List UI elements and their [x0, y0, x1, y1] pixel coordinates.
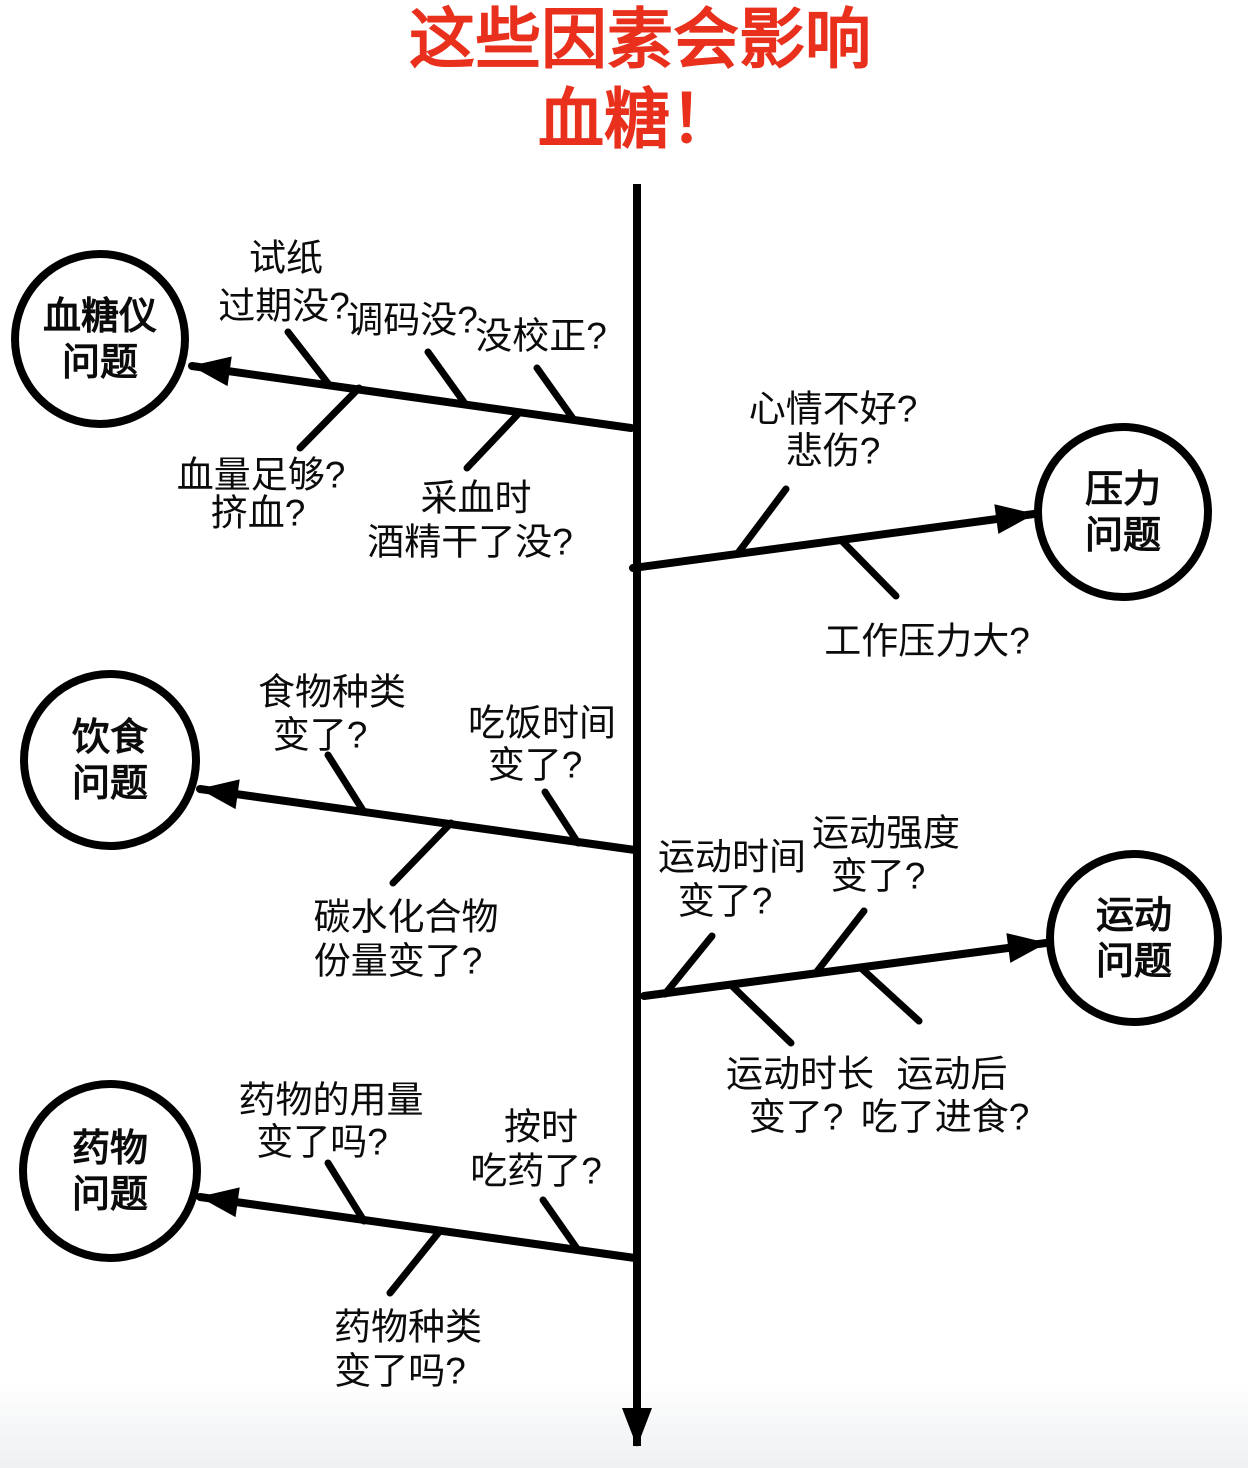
category-label: 运动 [1096, 895, 1172, 937]
cause-label: 食物种类 [258, 672, 406, 713]
cause-label: 变了? [488, 745, 583, 786]
cause-label: 份量变了? [314, 941, 483, 982]
cause-label: 调码没? [346, 300, 478, 341]
cause-label: 心情不好? [749, 389, 918, 430]
cause-label: 运动时间 [658, 837, 806, 878]
cause-label: 挤血? [211, 493, 306, 534]
category-label: 问题 [1096, 941, 1172, 983]
cause-label: 碳水化合物 [314, 897, 499, 938]
diagram-title-line1: 这些因素会影响 [409, 2, 871, 76]
category-circle-medication [19, 1080, 201, 1262]
cause-label: 血量足够? [177, 455, 346, 496]
cause-label: 吃了进食? [861, 1097, 1030, 1138]
category-label: 血糖仪 [43, 296, 157, 338]
cause-label: 吃药了? [470, 1151, 602, 1192]
category-circle-meter [11, 250, 189, 428]
category-label: 问题 [1085, 515, 1161, 557]
category-label: 问题 [72, 1174, 148, 1216]
cause-label: 工作压力大? [824, 621, 1030, 662]
bottom-fade [0, 1380, 1248, 1468]
category-label: 药物 [72, 1128, 148, 1170]
cause-label: 变了? [831, 856, 926, 897]
cause-label: 药物种类 [334, 1307, 482, 1348]
tick [463, 408, 524, 472]
cause-label: 试纸 [249, 238, 323, 279]
cause-label: 变了吗? [256, 1122, 388, 1163]
cause-label: 采血时 [421, 478, 532, 519]
diagram-title-line2: 血糖！ [538, 82, 736, 156]
branch-medication: 药物 问题 药物的用量 变了吗? 按时 吃药了? 药物种类 变了吗? [19, 1080, 639, 1392]
category-label: 压力 [1085, 469, 1161, 511]
cause-label: 过期没? [218, 286, 350, 327]
branch-diet: 饮食 问题 食物种类 变了? 吃饭时间 变了? 碳水化合物 份量变了? [20, 670, 639, 982]
category-circle-exercise [1046, 850, 1222, 1026]
tick [424, 348, 470, 409]
tick [727, 981, 795, 1047]
cause-label: 吃饭时间 [468, 703, 616, 744]
branch-exercise: 运动 问题 运动时间 变了? 运动强度 变了? 运动时长 变了? 运动后 吃了进… [640, 813, 1222, 1138]
tick [386, 1228, 443, 1297]
category-label: 饮食 [72, 717, 149, 759]
branch-meter-bone [188, 356, 635, 432]
cause-label: 变了吗? [334, 1351, 466, 1392]
tick [837, 536, 900, 600]
branch-medication-bone [196, 1187, 639, 1262]
cause-label: 变了? [678, 881, 773, 922]
cause-label: 药物的用量 [239, 1080, 424, 1121]
category-circle-pressure [1034, 423, 1212, 601]
category-circle-diet [20, 670, 200, 850]
cause-label: 悲伤? [786, 431, 881, 472]
cause-label: 酒精干了没? [367, 522, 573, 563]
category-label: 问题 [72, 763, 148, 805]
tick [541, 788, 582, 847]
tick [811, 907, 868, 978]
cause-label: 按时 [504, 1107, 578, 1148]
branch-pressure-bone [629, 504, 1038, 572]
cause-label: 变了? [749, 1097, 844, 1138]
branch-meter: 血糖仪 问题 试纸 过期没? 调码没? 没校正? 血量足够? 挤血? 采血时 酒… [11, 238, 635, 563]
tick [734, 485, 790, 557]
tick [857, 964, 923, 1025]
cause-label: 运动后 [897, 1054, 1008, 1095]
tick [296, 384, 363, 452]
cause-label: 运动强度 [812, 813, 960, 854]
tick [539, 1196, 582, 1254]
tick [533, 364, 578, 424]
tick [284, 328, 334, 390]
category-label: 问题 [62, 342, 138, 384]
tick [324, 751, 368, 816]
tick [389, 819, 455, 887]
branch-pressure: 压力 问题 心情不好? 悲伤? 工作压力大? [629, 389, 1212, 662]
cause-label: 运动时长 [726, 1054, 874, 1095]
branch-diet-bone [196, 779, 639, 854]
branch-exercise-bone [640, 933, 1050, 1000]
cause-label: 没校正? [475, 316, 607, 357]
tick [324, 1159, 368, 1225]
cause-label: 变了? [273, 715, 368, 756]
tick [661, 932, 716, 998]
